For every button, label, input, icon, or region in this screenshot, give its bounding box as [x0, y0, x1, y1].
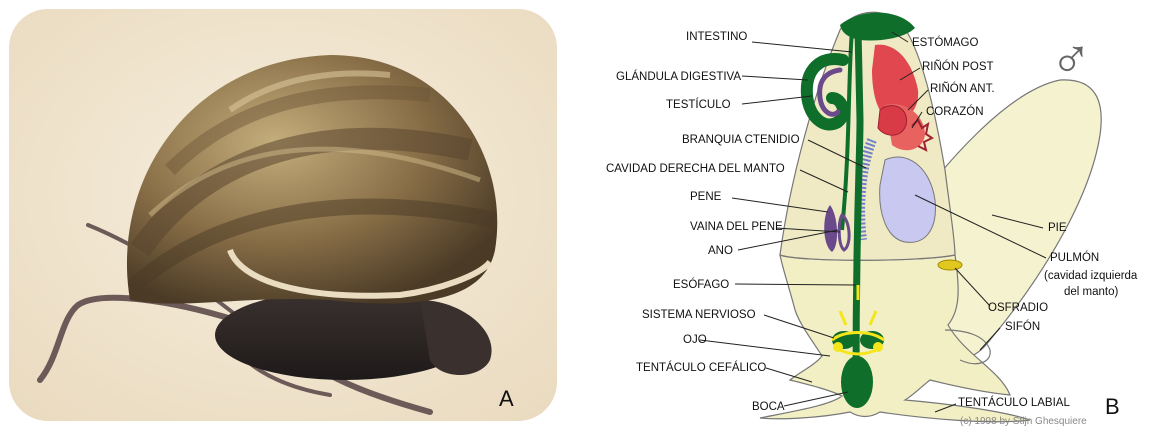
- label-testiculo: TESTÍCULO: [666, 98, 731, 111]
- panel-b-letter: B: [1105, 394, 1120, 419]
- label-rinon-post: RIÑÓN POST: [922, 60, 994, 73]
- label-tentaculo-labial: TENTÁCULO LABIAL: [958, 396, 1070, 409]
- label-branquia: BRANQUIA CTENIDIO: [682, 134, 800, 146]
- label-pie: PIE: [1048, 222, 1067, 234]
- snail-photo-panel: A: [0, 0, 566, 430]
- label-ojo: OJO: [683, 334, 707, 346]
- panel-a-letter: A: [499, 386, 514, 411]
- label-glandula-digestiva: GLÁNDULA DIGESTIVA: [616, 70, 741, 83]
- label-corazon: CORAZÓN: [926, 105, 984, 118]
- label-tentaculo-cefalico: TENTÁCULO CEFÁLICO: [636, 361, 766, 374]
- copyright-credit: (c) 1998 by Stijn Ghesquiere: [960, 416, 1087, 427]
- label-pulmon-sub2: del manto): [1064, 286, 1119, 298]
- label-sifon: SIFÓN: [1005, 320, 1040, 333]
- label-pulmon-sub1: (cavidad izquierda: [1044, 270, 1138, 282]
- label-esofago: ESÓFAGO: [673, 278, 729, 291]
- label-ano: ANO: [708, 245, 733, 257]
- label-osfradio: OSFRADIO: [988, 302, 1048, 314]
- label-rinon-ant: RIÑÓN ANT.: [930, 82, 995, 95]
- label-pene: PENE: [690, 191, 722, 203]
- osphradium: [938, 260, 962, 270]
- male-symbol: ♂: [1050, 27, 1092, 90]
- anatomy-diagram: ♂ INTESTINO: [576, 0, 1156, 430]
- label-pulmon: PULMÓN: [1050, 251, 1099, 264]
- snail-photo: A: [0, 0, 566, 430]
- oesophagus: [856, 30, 860, 380]
- label-sistema-nervioso: SISTEMA NERVIOSO: [642, 309, 756, 321]
- label-vaina-pene: VAINA DEL PENE: [690, 221, 783, 233]
- label-cavidad-derecha: CAVIDAD DERECHA DEL MANTO: [606, 163, 785, 175]
- label-boca: BOCA: [752, 401, 785, 413]
- heart: [878, 106, 907, 136]
- anatomy-diagram-panel: ♂ INTESTINO: [576, 0, 1156, 430]
- buccal-mass: [841, 356, 873, 408]
- label-estomago: ESTÓMAGO: [912, 36, 979, 49]
- label-intestino: INTESTINO: [686, 31, 747, 43]
